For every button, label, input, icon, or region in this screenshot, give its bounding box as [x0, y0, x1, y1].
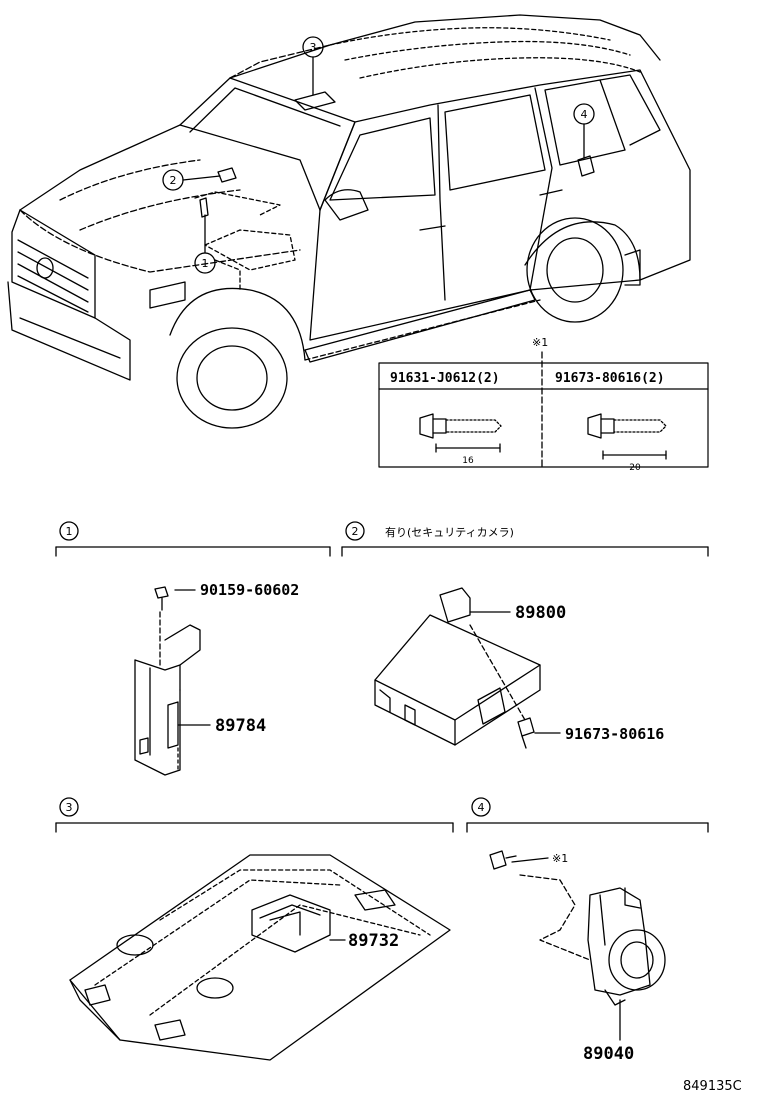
callout-1: 1 — [202, 257, 209, 270]
part-89800-module — [374, 587, 561, 749]
part-number-89040: 89040 — [583, 1044, 634, 1064]
vehicle-callouts — [162, 36, 595, 274]
section-2-number: 2 — [352, 525, 359, 538]
part-number-89784: 89784 — [215, 716, 266, 736]
table-header-1: 91631-J0612(2) — [390, 371, 500, 386]
section-headers — [55, 521, 709, 833]
fastener-table — [378, 351, 709, 468]
section-4-note-marker: ※1 — [552, 852, 568, 865]
table-header-2: 91673-80616(2) — [555, 371, 665, 386]
diagram-code: 849135C — [683, 1079, 742, 1094]
bolt-2-length: 20 — [629, 463, 641, 473]
vehicle-illustration — [7, 14, 691, 429]
callout-4: 4 — [581, 108, 588, 121]
part-89040-camera — [489, 850, 666, 1041]
callout-3: 3 — [310, 41, 317, 54]
section-4-number: 4 — [478, 801, 485, 814]
part-number-90159-60602: 90159-60602 — [200, 581, 299, 599]
section-2-title: 有り(セキュリティカメラ) — [385, 525, 514, 539]
part-number-89800: 89800 — [515, 603, 566, 623]
part-number-91673-80616: 91673-80616 — [565, 725, 664, 743]
part-89732-headliner — [69, 854, 451, 1061]
part-89784-bracket — [134, 586, 211, 776]
callout-2: 2 — [170, 174, 177, 187]
table-note-marker: ※1 — [532, 336, 548, 349]
section-1-number: 1 — [66, 525, 73, 538]
bolt-1-length: 16 — [462, 456, 474, 466]
part-number-89732: 89732 — [348, 931, 399, 951]
section-3-number: 3 — [66, 801, 73, 814]
